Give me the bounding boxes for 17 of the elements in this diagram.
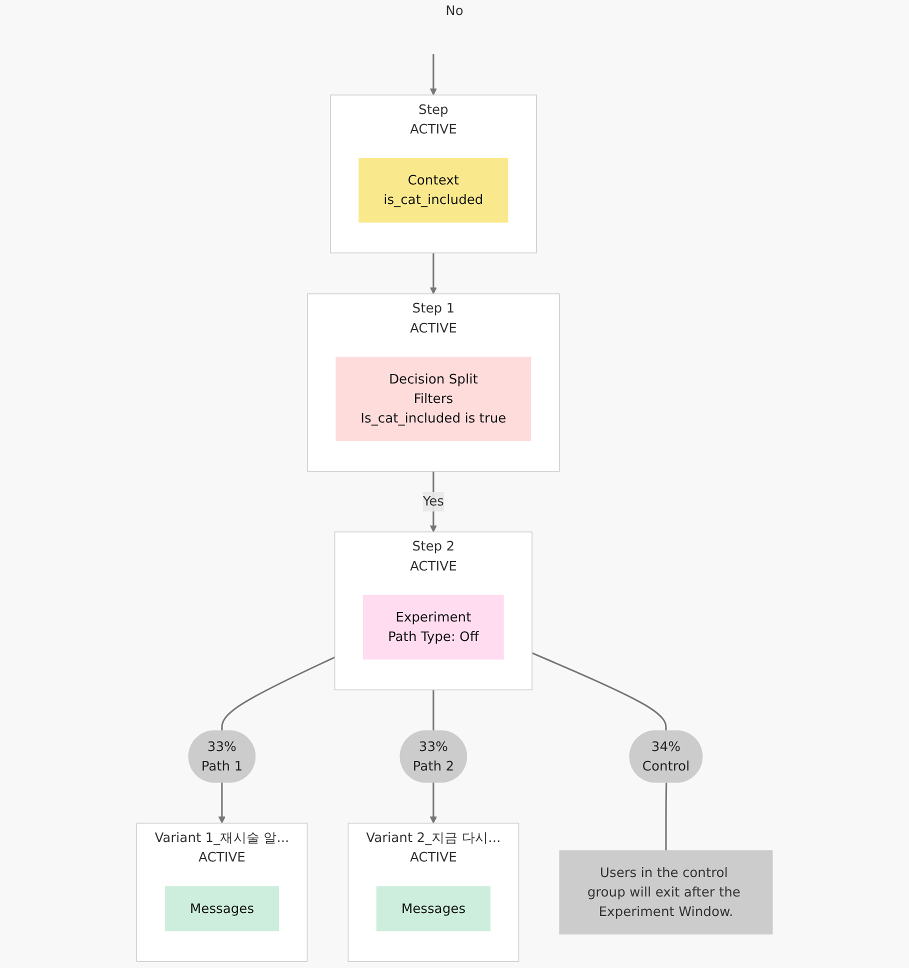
- arrow: [430, 252, 438, 294]
- node-box: Decision Split Filters Is_cat_included is true: [336, 356, 532, 442]
- connector: [221, 656, 336, 731]
- connector: [532, 652, 667, 731]
- arrow: [430, 782, 438, 824]
- arrow: [218, 782, 226, 824]
- connector: [432, 690, 434, 731]
- connector: [665, 782, 668, 851]
- node-box: Users in the control group will exit after the Experiment Window.: [559, 850, 773, 934]
- arrow: [430, 54, 438, 96]
- arrow: [430, 471, 438, 532]
- node-box: Messages: [164, 886, 279, 932]
- node-box: Context is_cat_included: [358, 158, 508, 223]
- branch-label: No: [446, 4, 464, 19]
- node-box: Experiment Path Type: Off: [363, 594, 504, 660]
- node-box: Messages: [376, 886, 490, 932]
- edge-label: Yes: [422, 493, 444, 509]
